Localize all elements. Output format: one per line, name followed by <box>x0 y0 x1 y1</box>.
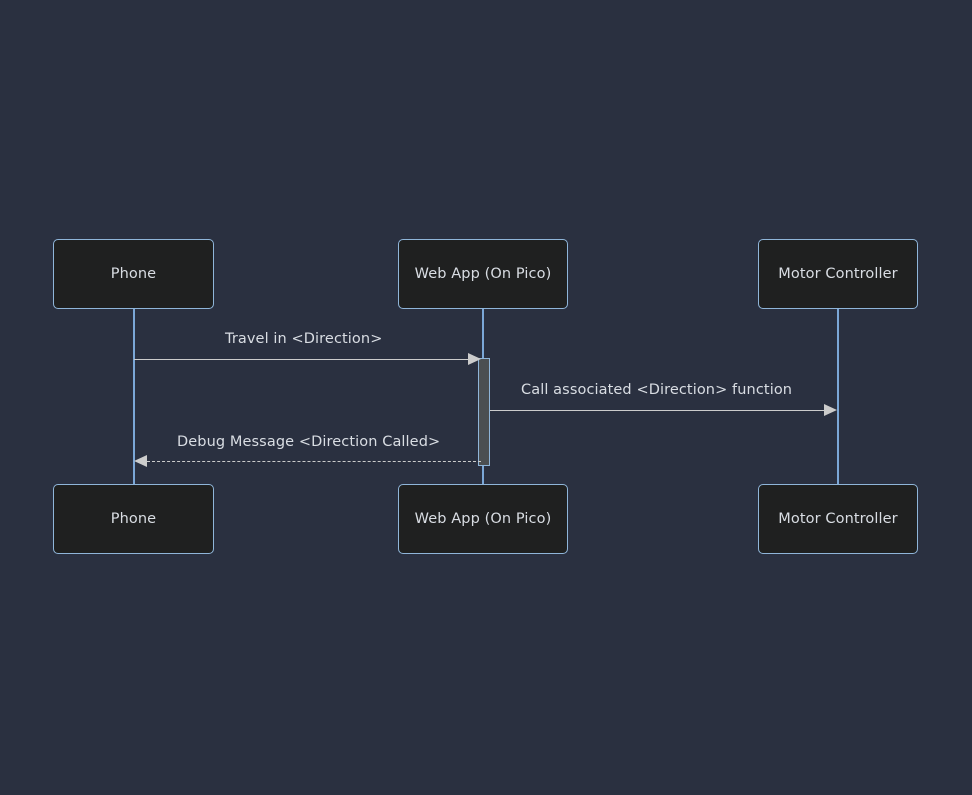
message-line-debug-message <box>147 461 481 462</box>
message-label-travel-in-direction: Travel in <Direction> <box>225 331 383 347</box>
participant-label-phone-top: Phone <box>110 266 157 282</box>
participant-box-motor-bottom[interactable]: Motor Controller <box>758 484 918 554</box>
participant-label-webapp-bottom: Web App (On Pico) <box>414 511 552 527</box>
message-line-travel-in-direction <box>134 359 469 360</box>
message-arrowhead-travel-in-direction <box>468 353 481 365</box>
activation-bar-webapp <box>478 358 490 466</box>
message-label-debug-message: Debug Message <Direction Called> <box>177 434 441 450</box>
participant-box-webapp-bottom[interactable]: Web App (On Pico) <box>398 484 568 554</box>
participant-box-phone-bottom[interactable]: Phone <box>53 484 214 554</box>
message-line-call-associated-function <box>490 410 825 411</box>
participant-box-webapp-top[interactable]: Web App (On Pico) <box>398 239 568 309</box>
lifeline-phone <box>133 309 135 484</box>
participant-label-webapp-top: Web App (On Pico) <box>414 266 552 282</box>
participant-box-motor-top[interactable]: Motor Controller <box>758 239 918 309</box>
participant-label-phone-bottom: Phone <box>110 511 157 527</box>
lifeline-motor <box>837 309 839 484</box>
participant-box-phone-top[interactable]: Phone <box>53 239 214 309</box>
message-label-call-associated-function: Call associated <Direction> function <box>521 382 793 398</box>
message-arrowhead-call-associated-function <box>824 404 837 416</box>
participant-label-motor-top: Motor Controller <box>778 266 898 282</box>
participant-label-motor-bottom: Motor Controller <box>778 511 898 527</box>
message-arrowhead-debug-message <box>134 455 147 467</box>
